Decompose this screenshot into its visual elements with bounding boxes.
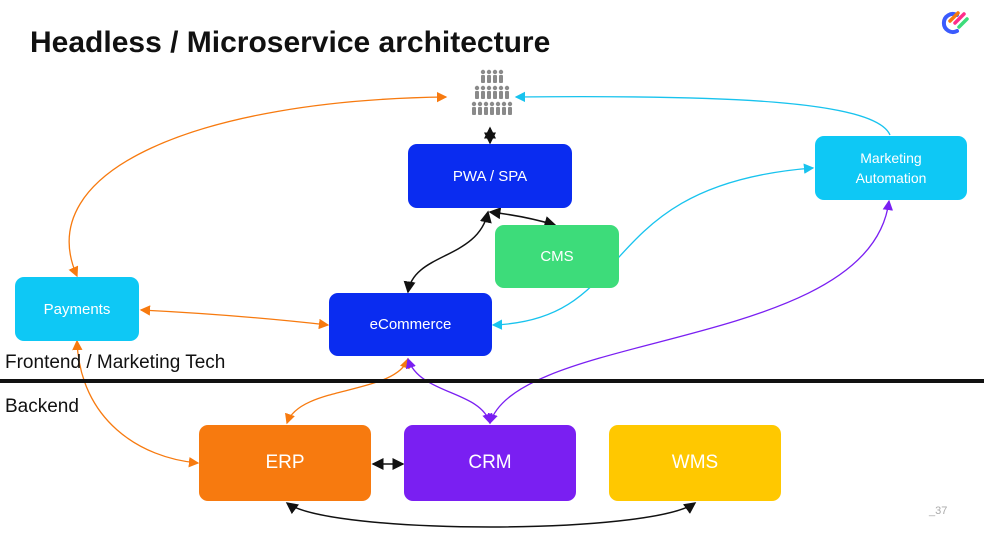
arrow-erp-wms — [285, 502, 697, 528]
node-crm-label: CRM — [468, 452, 512, 473]
node-crm: CRM — [404, 425, 576, 501]
arrow-crm-marketing — [487, 199, 893, 425]
node-pwa-spa-label: PWA / SPA — [452, 167, 528, 185]
node-marketing-automation: Marketing Automation — [815, 136, 967, 200]
users-group-icon — [471, 69, 513, 115]
node-erp-label: ERP — [265, 452, 305, 473]
node-wms: WMS — [609, 425, 781, 501]
node-ecommerce-label: eCommerce — [369, 316, 452, 333]
node-erp: ERP — [199, 425, 371, 501]
region-label-frontend: Frontend / Marketing Tech — [5, 352, 226, 373]
frontend-backend-divider — [0, 379, 984, 383]
slide-title: Headless / Microservice architecture — [30, 26, 551, 59]
node-ecommerce: eCommerce — [329, 293, 492, 356]
arrow-users-payments — [68, 91, 448, 278]
node-marketing-automation-label: Marketing Automation — [855, 150, 927, 186]
arrow-payments-ecommerce — [139, 305, 330, 330]
node-payments: Payments — [15, 277, 139, 341]
arrow-marketing-users — [514, 91, 891, 136]
arrow-pwa-cms — [488, 207, 557, 228]
node-cms-label: CMS — [540, 248, 574, 265]
page-number: _37 — [929, 505, 948, 517]
arrow-ecommerce-crm — [405, 357, 493, 425]
arrow-pwa-ecommerce — [403, 210, 492, 294]
node-wms-label: WMS — [671, 452, 719, 473]
node-payments-label: Payments — [43, 300, 111, 318]
arrow-payments-erp — [72, 339, 200, 468]
node-cms: CMS — [495, 225, 619, 288]
region-label-backend: Backend — [5, 396, 79, 417]
arrow-ecommerce-erp — [285, 357, 410, 425]
optimizely-logo-icon — [941, 11, 969, 34]
node-pwa-spa: PWA / SPA — [408, 144, 572, 208]
